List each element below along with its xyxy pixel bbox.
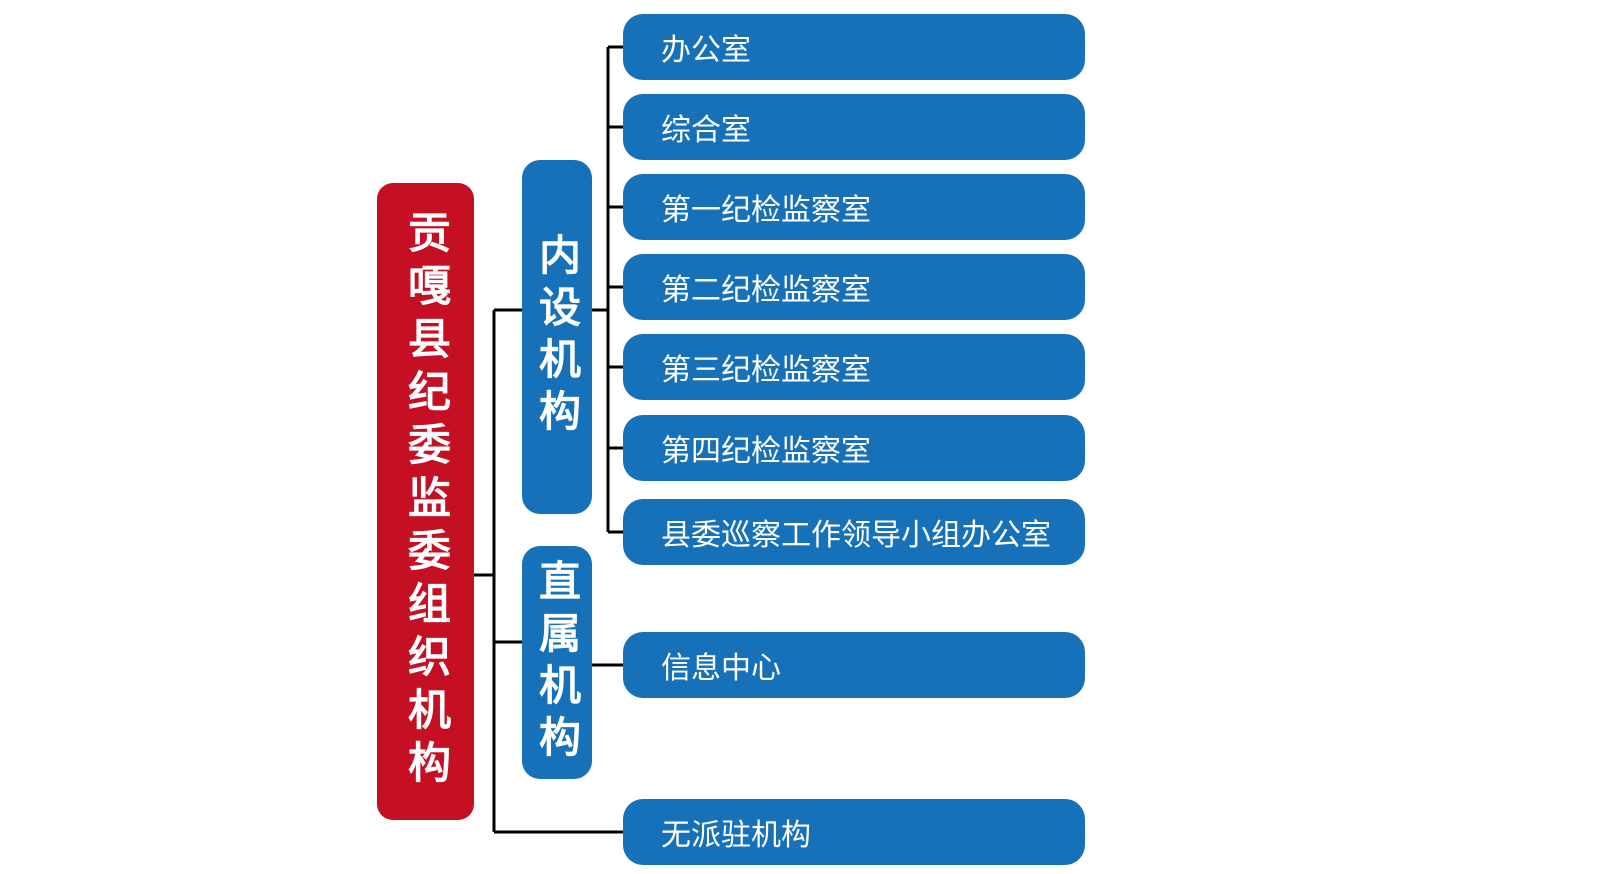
leaf-inspection-room-1: 第一纪检监察室 — [623, 174, 1085, 240]
leaf-inspection-room-2: 第二纪检监察室 — [623, 254, 1085, 320]
root-node: 贡嘎县纪委监委组织机构 — [377, 183, 474, 820]
leaf-inspection-room-4: 第四纪检监察室 — [623, 415, 1085, 481]
leaf-information-center: 信息中心 — [623, 632, 1085, 698]
category-internal-label: 内设机构 — [532, 233, 582, 441]
leaf-office: 办公室 — [623, 14, 1085, 80]
category-internal: 内设机构 — [522, 160, 592, 514]
root-title: 贡嘎县纪委监委组织机构 — [400, 210, 451, 793]
leaf-patrol-office: 县委巡察工作领导小组办公室 — [623, 499, 1085, 565]
leaf-inspection-room-3: 第三纪检监察室 — [623, 334, 1085, 400]
leaf-general-office: 综合室 — [623, 94, 1085, 160]
leaf-no-dispatched: 无派驻机构 — [623, 799, 1085, 865]
category-direct-label: 直属机构 — [532, 558, 582, 767]
category-direct: 直属机构 — [522, 546, 592, 779]
